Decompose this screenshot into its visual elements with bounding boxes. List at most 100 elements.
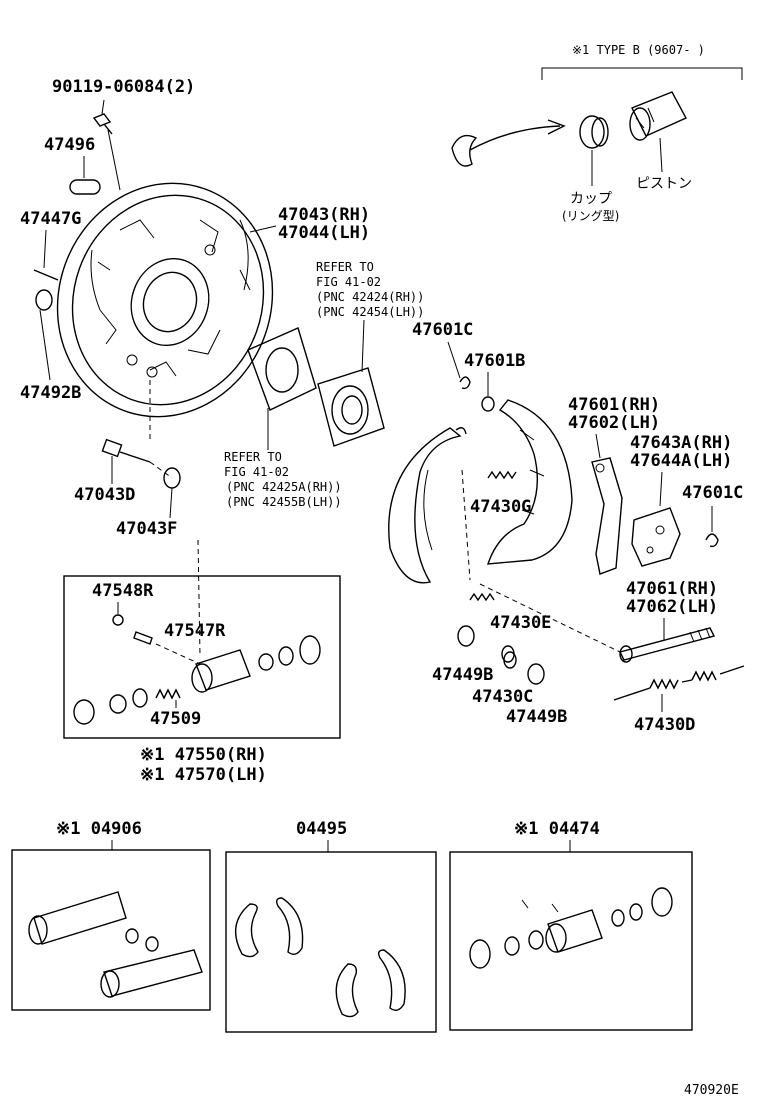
label-kit-04474: ※1 04474	[514, 819, 600, 839]
label-47509: 47509	[150, 709, 201, 729]
label-47550-rh: ※1 47550(RH)	[140, 745, 267, 765]
piston-set-icon	[73, 688, 181, 725]
wheel-cylinder-box	[63, 575, 341, 739]
type-b-note: ※1 TYPE B (9607- ) カップ (リング型) ピストン	[451, 43, 743, 223]
leader-47492B	[39, 309, 51, 381]
arrow-head-icon	[547, 119, 566, 135]
kit-04474-box	[449, 851, 693, 1031]
pin-47447G-icon	[33, 269, 59, 281]
kit-04474-cylinder-icon	[469, 887, 673, 969]
refer-bottom-line4: (PNC 42455B(LH))	[226, 495, 342, 509]
bolt-47043D-icon	[101, 438, 151, 463]
leader-90119	[101, 99, 105, 115]
label-47601C-b: 47601C	[682, 483, 743, 503]
arrow-line	[469, 125, 561, 151]
gasket-icon	[247, 327, 317, 411]
label-47548R: 47548R	[92, 581, 154, 601]
cap-47548R-icon	[112, 614, 124, 626]
refer-bottom-line1: REFER TO	[224, 450, 282, 464]
label-47570-lh: ※1 47570(LH)	[140, 765, 267, 785]
brake-shoe-front-icon	[388, 427, 467, 584]
label-90119-06084: 90119-06084(2)	[52, 77, 195, 97]
refer-bottom-line3: (PNC 42425A(RH))	[226, 480, 342, 494]
hub-bearing-icon	[317, 367, 385, 447]
label-kit-04495: 04495	[296, 819, 347, 839]
leader-47601C-a	[447, 341, 461, 379]
piston-icon	[629, 91, 687, 141]
refer-top-line3: (PNC 42424(RH))	[316, 290, 424, 304]
grommet-47496-icon	[69, 179, 101, 195]
label-47430C: 47430C	[472, 687, 533, 707]
type-b-header: ※1 TYPE B (9607- )	[572, 43, 705, 57]
cup-47492B-icon	[35, 289, 53, 311]
label-47043D: 47043D	[74, 485, 135, 505]
label-kit-04906: ※1 04906	[56, 819, 142, 839]
leader-47447G	[43, 229, 47, 269]
label-47449B-a: 47449B	[432, 665, 493, 685]
parking-lever-icon	[591, 457, 623, 575]
kit-04495-shoes-icon	[234, 897, 406, 1018]
leader-47043F	[169, 487, 173, 519]
label-47044-lh: 47044(LH)	[278, 223, 370, 243]
refer-bottom-line2: FIG 41-02	[224, 465, 289, 479]
leader-plate-bolt	[107, 129, 121, 191]
leader-refer-top	[361, 319, 365, 373]
label-47602-lh: 47602(LH)	[568, 413, 660, 433]
leader-47601	[595, 433, 601, 459]
dash-cylinder-up	[197, 539, 201, 657]
label-47601B: 47601B	[464, 351, 525, 371]
label-47430G: 47430G	[470, 497, 531, 517]
label-47430D: 47430D	[634, 715, 695, 735]
bolt-icon	[92, 113, 113, 135]
label-47043F: 47043F	[116, 519, 177, 539]
label-47496: 47496	[44, 135, 95, 155]
cup-label: カップ	[570, 191, 612, 207]
washer-47601B-icon	[481, 396, 495, 412]
label-47547R: 47547R	[164, 621, 226, 641]
label-47492B: 47492B	[20, 383, 81, 403]
label-47644A-lh: 47644A(LH)	[630, 451, 732, 471]
clip-47601C-b-icon	[705, 533, 719, 548]
label-47449B-b: 47449B	[506, 707, 567, 727]
spring-47430D-icon	[613, 665, 745, 701]
cup-47449B-b-icon	[527, 663, 545, 685]
wheel-cylinder-icon	[191, 635, 321, 693]
cup-47449B-a-icon	[457, 625, 475, 647]
type-b-bracket	[541, 67, 743, 80]
dash-shoe	[461, 469, 471, 581]
leader-47043	[249, 225, 277, 233]
spring-47430G-icon	[487, 470, 517, 480]
refer-top-line4: (PNC 42454(LH))	[316, 305, 424, 319]
dash-bleeder	[155, 643, 201, 665]
dash-47043	[149, 461, 173, 479]
leader-47643A	[659, 471, 663, 507]
piston-leader	[659, 137, 663, 173]
cup-icon	[579, 115, 609, 149]
kit-04495-box	[225, 851, 437, 1033]
refer-top-line1: REFER TO	[316, 260, 374, 274]
kit-04906-box	[11, 849, 211, 1011]
brake-shoe-rear-icon	[486, 399, 573, 565]
label-47601-rh: 47601(RH)	[568, 395, 660, 415]
refer-top-line2: FIG 41-02	[316, 275, 381, 289]
label-47447G: 47447G	[20, 209, 81, 229]
label-47430E: 47430E	[490, 613, 551, 633]
figure-code: 470920E	[684, 1083, 739, 1098]
spring-47430E-icon	[469, 592, 495, 602]
backing-plate-icon	[56, 182, 274, 418]
dash-strut	[479, 583, 621, 653]
cup-sublabel: (リング型)	[562, 209, 619, 223]
cup-ring-icon	[451, 134, 478, 167]
piston-label: ピストン	[636, 176, 692, 192]
bleeder-47547R-icon	[133, 631, 153, 645]
label-47601C-a: 47601C	[412, 320, 473, 340]
adjuster-strut-icon	[618, 627, 716, 663]
label-47062-lh: 47062(LH)	[626, 597, 718, 617]
clip-47601C-icon	[459, 376, 471, 390]
label-47043-rh: 47043(RH)	[278, 205, 370, 225]
label-47643A-rh: 47643A(RH)	[630, 433, 732, 453]
label-47061-rh: 47061(RH)	[626, 579, 718, 599]
kit-04906-cylinder-icon	[28, 891, 203, 998]
adjuster-plate-icon	[631, 507, 681, 567]
